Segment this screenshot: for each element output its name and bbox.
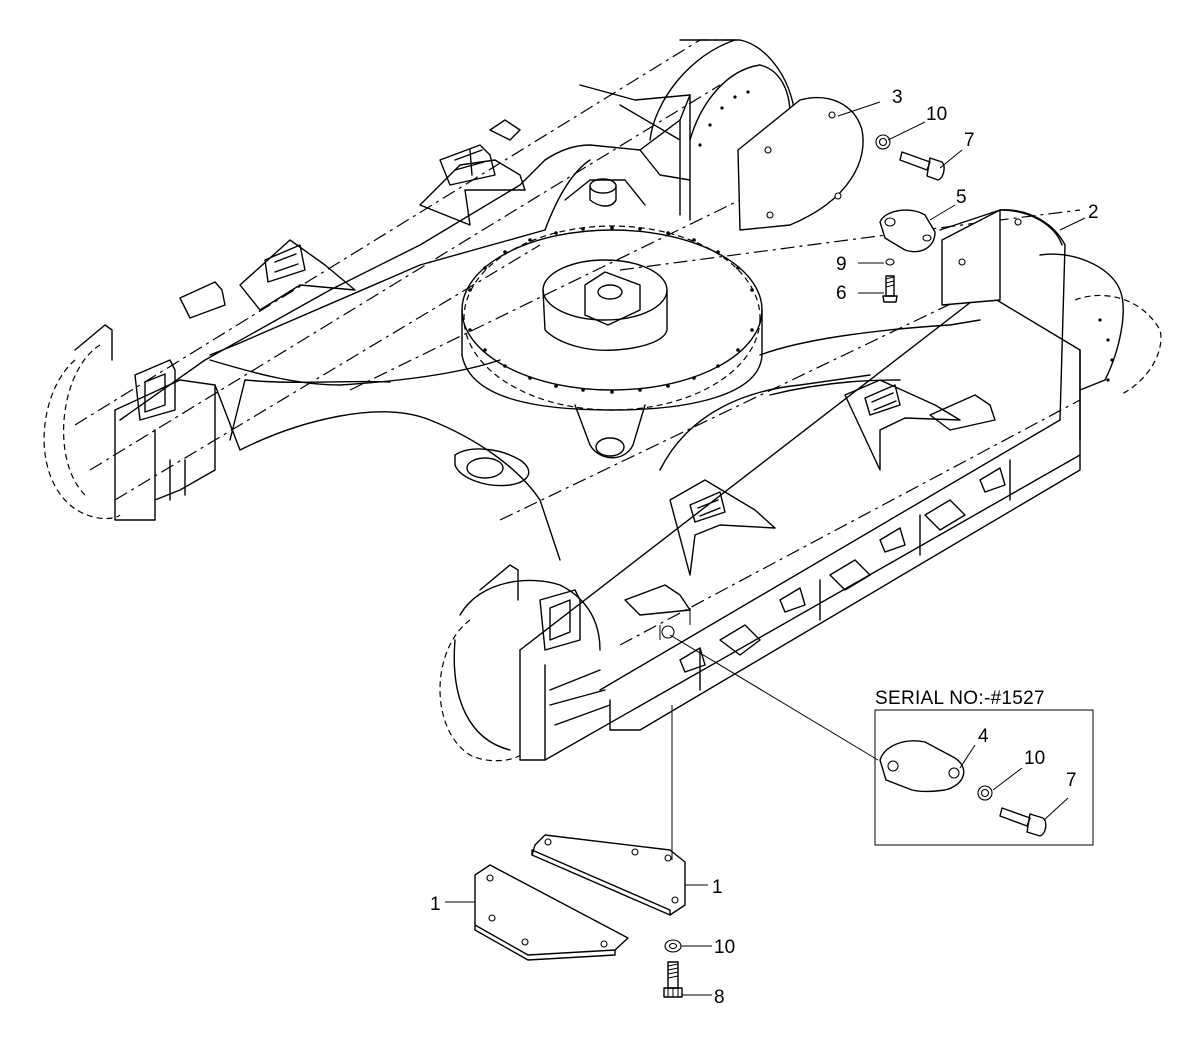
callout-5: 5: [956, 187, 967, 208]
bottom-cover-plate-1-left: [474, 864, 629, 961]
right-upper-housing: [649, 39, 796, 201]
leader-lines: [445, 101, 1086, 996]
callout-10-inset: 10: [1024, 748, 1045, 769]
serial-inset: SERIAL NO:-#1527: [874, 688, 1094, 846]
serial-number-label: SERIAL NO:-#1527: [875, 688, 1045, 709]
callout-10-top: 10: [926, 104, 947, 125]
callout-8: 8: [714, 987, 725, 1008]
cover-plate-2: [941, 209, 1063, 306]
callout-1-right: 1: [712, 877, 723, 898]
washer-10-inset: [977, 785, 993, 801]
callout-6: 6: [836, 283, 847, 304]
callout-9: 9: [836, 254, 847, 275]
cover-plate-3: [737, 96, 864, 231]
flange-5: [879, 209, 936, 253]
callout-10-bottom: 10: [714, 937, 735, 958]
bolt-6: [882, 275, 898, 303]
callout-7-top: 7: [964, 130, 975, 151]
right-lower-housing: [1039, 253, 1162, 396]
bolt-7-inset: [999, 807, 1047, 837]
washer-10-top: [875, 134, 891, 150]
flange-4: [879, 740, 965, 793]
lower-track-rail: [439, 209, 1081, 762]
bottom-cover-plate-1-right: [531, 834, 686, 916]
callout-2: 2: [1088, 202, 1099, 223]
bolt-8: [663, 961, 683, 998]
callout-1-left: 1: [430, 894, 441, 915]
upper-track-rail: [43, 39, 735, 521]
callout-labels: 3 10 7 5 2 9 6 4 10 7 1 1 10 8: [430, 87, 1099, 1008]
bolt-7-top: [899, 151, 945, 181]
washer-9: [885, 258, 895, 266]
swing-circle-bolts: [468, 226, 754, 394]
track-frame: [43, 39, 1162, 762]
washer-10-bottom: [664, 939, 682, 953]
center-frame: [209, 84, 991, 561]
callout-4: 4: [978, 726, 989, 747]
callout-7-inset: 7: [1066, 770, 1077, 791]
callout-3: 3: [892, 87, 903, 108]
